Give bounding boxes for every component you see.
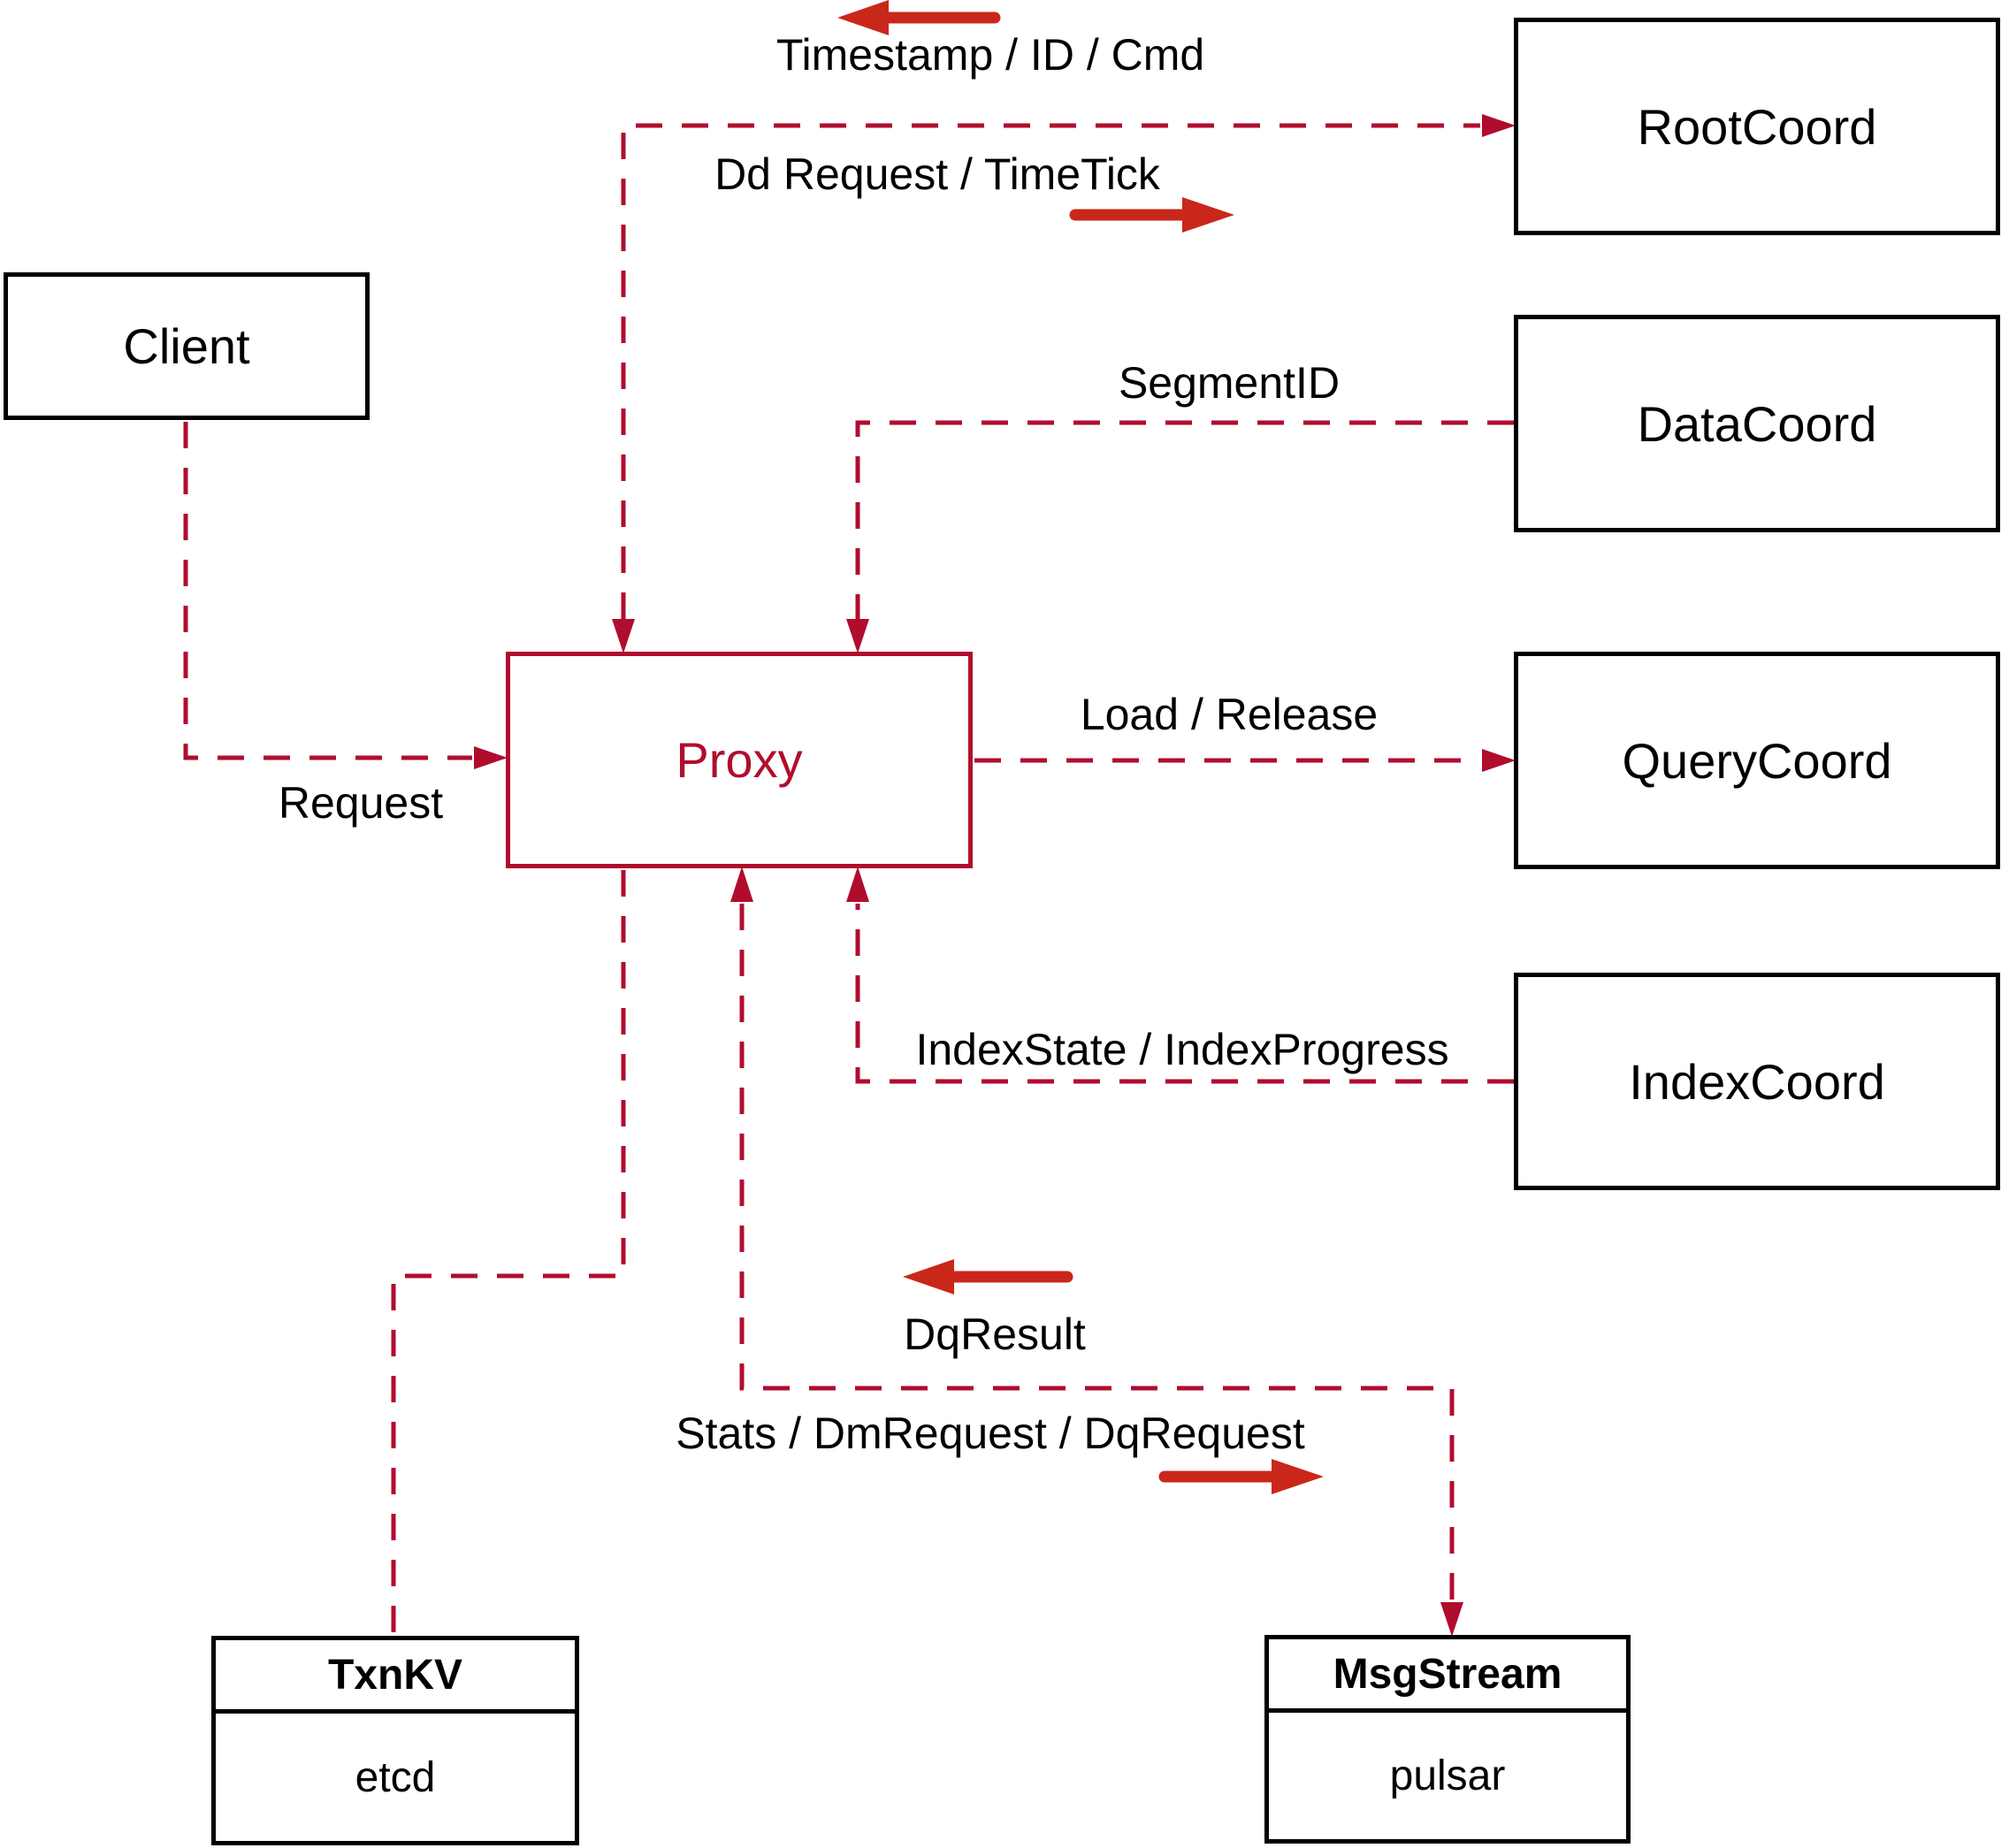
node-proxy: Proxy <box>506 652 973 868</box>
node-client-label: Client <box>123 318 250 374</box>
node-querycoord-label: QueryCoord <box>1622 732 1892 789</box>
edge-label-load-release: Load / Release <box>1080 690 1379 739</box>
node-datacoord: DataCoord <box>1514 315 2000 532</box>
edge-label-dd-request-timetick: Dd Request / TimeTick <box>714 149 1160 199</box>
node-msgstream-title: MsgStream <box>1269 1639 1626 1713</box>
direction-arrow-left-dqresult-icon <box>903 1259 1073 1294</box>
arrowhead-into-proxy-top-left-icon <box>612 619 635 653</box>
edge-label-indexstate-indexprogress: IndexState / IndexProgress <box>915 1025 1449 1074</box>
node-indexcoord-label: IndexCoord <box>1629 1053 1885 1110</box>
node-indexcoord: IndexCoord <box>1514 973 2000 1190</box>
node-client: Client <box>4 272 370 420</box>
node-txnkv-title: TxnKV <box>216 1640 575 1714</box>
node-msgstream: MsgStream pulsar <box>1264 1635 1631 1844</box>
node-rootcoord: RootCoord <box>1514 18 2000 235</box>
arrowhead-into-msgstream-icon <box>1440 1602 1463 1637</box>
direction-arrow-right-stats-icon <box>1158 1459 1324 1494</box>
edge-proxy-rootcoord <box>621 123 1480 619</box>
arrowhead-into-proxy-bottom-left-icon <box>730 867 753 902</box>
edge-datacoord-proxy <box>855 420 1514 619</box>
edge-proxy-msgstream <box>739 904 1455 1602</box>
arrowhead-into-proxy-left-icon <box>474 746 508 769</box>
node-rootcoord-label: RootCoord <box>1637 98 1877 155</box>
edge-label-segmentid: SegmentID <box>1118 358 1341 408</box>
arrowhead-into-rootcoord-icon <box>1482 114 1516 137</box>
direction-arrow-right-ddrequest-icon <box>1069 197 1234 233</box>
edge-client-proxy <box>183 422 472 760</box>
node-datacoord-label: DataCoord <box>1637 395 1877 452</box>
edge-label-stats-dmrequest-dqrequest: Stats / DmRequest / DqRequest <box>676 1409 1305 1458</box>
arrowhead-into-proxy-top-right-icon <box>846 619 869 653</box>
direction-arrow-left-timestamp-icon <box>837 0 1001 35</box>
edge-indexcoord-proxy <box>855 904 1514 1084</box>
node-proxy-label: Proxy <box>676 732 803 788</box>
node-txnkv: TxnKV etcd <box>211 1636 579 1845</box>
arrowhead-into-querycoord-icon <box>1482 749 1516 772</box>
node-querycoord: QueryCoord <box>1514 652 2000 869</box>
node-txnkv-subtitle: etcd <box>355 1753 436 1801</box>
edge-label-timestamp-id-cmd: Timestamp / ID / Cmd <box>775 30 1205 80</box>
edge-label-dqresult: DqResult <box>904 1310 1086 1359</box>
arrowhead-into-proxy-bottom-right-icon <box>846 867 869 902</box>
node-msgstream-subtitle: pulsar <box>1389 1753 1506 1799</box>
edge-proxy-txnkv <box>391 870 626 1634</box>
edge-label-request: Request <box>278 778 444 828</box>
